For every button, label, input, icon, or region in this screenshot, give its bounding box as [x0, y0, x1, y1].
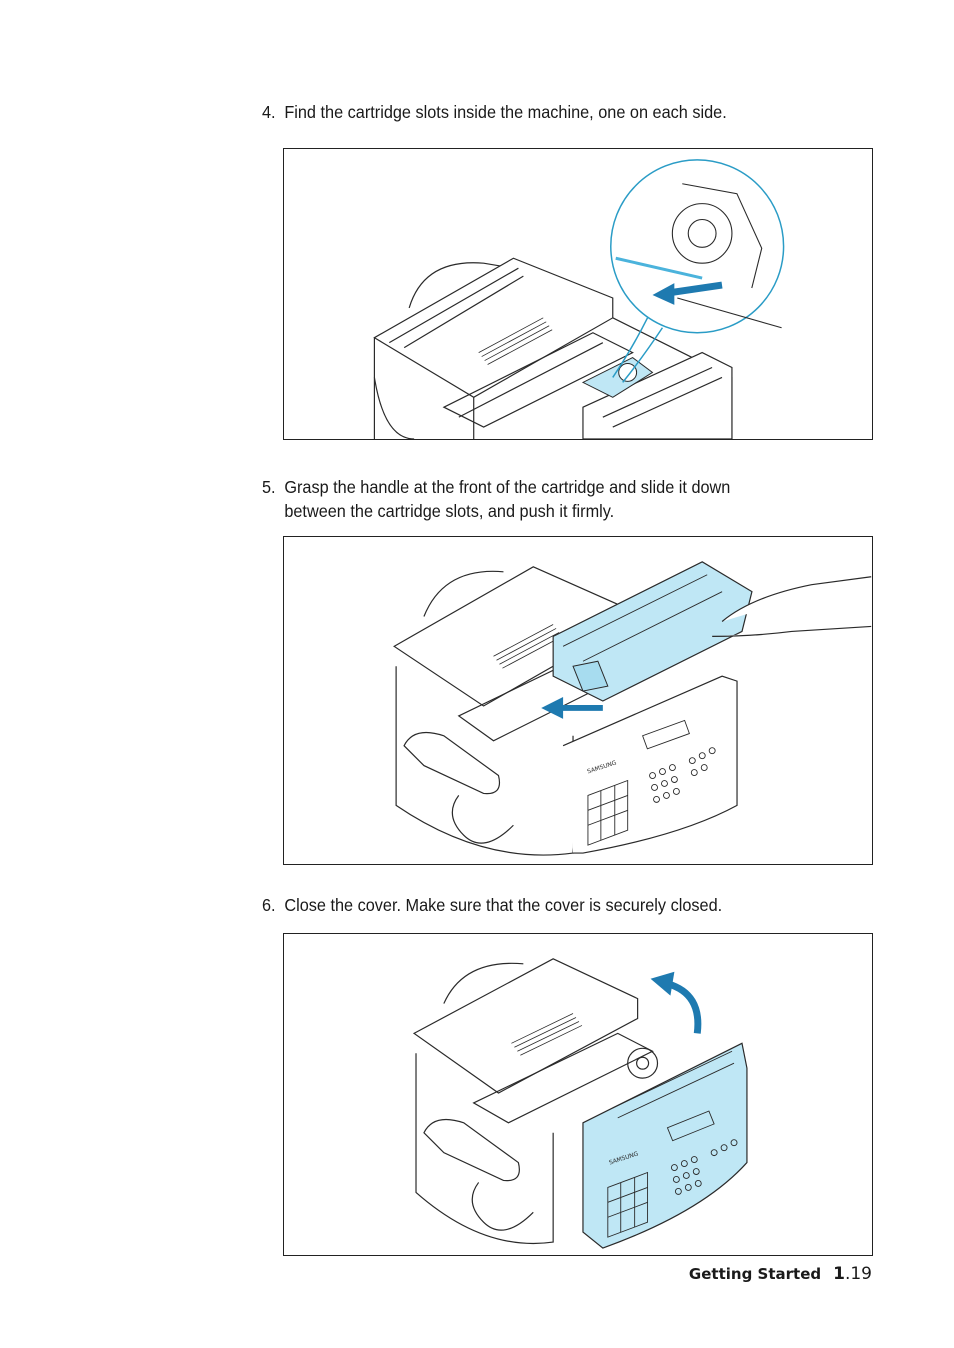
page-number: .19: [844, 1264, 872, 1284]
page-footer: Getting Started 1.19: [689, 1264, 872, 1284]
step-text-line-1: Grasp the handle at the front of the car…: [284, 477, 731, 497]
cover-close-illustration: SAMSUNG: [412, 958, 748, 1249]
step-text-line-2: between the cartridge slots, and push it…: [284, 501, 615, 521]
step-5: 5. Grasp the handle at the front of the c…: [262, 475, 820, 523]
figure-find-slots: [283, 148, 873, 440]
step-number: 4.: [262, 102, 276, 122]
figure-insert-cartridge: SAMSUNG: [283, 536, 873, 865]
step-6: 6. Close the cover. Make sure that the co…: [262, 893, 820, 917]
figure-close-cover: SAMSUNG: [283, 933, 873, 1256]
step-4: 4. Find the cartridge slots inside the ma…: [262, 100, 820, 124]
section-title: Getting Started: [688, 1265, 822, 1283]
step-number: 5.: [262, 477, 276, 497]
chapter-number: 1: [833, 1264, 845, 1284]
printer-open-illustration: [373, 159, 785, 439]
step-text: Find the cartridge slots inside the mach…: [284, 102, 727, 122]
cartridge-insert-illustration: SAMSUNG: [392, 561, 872, 856]
step-number: 6.: [262, 895, 276, 915]
step-text: Close the cover. Make sure that the cove…: [284, 895, 723, 915]
